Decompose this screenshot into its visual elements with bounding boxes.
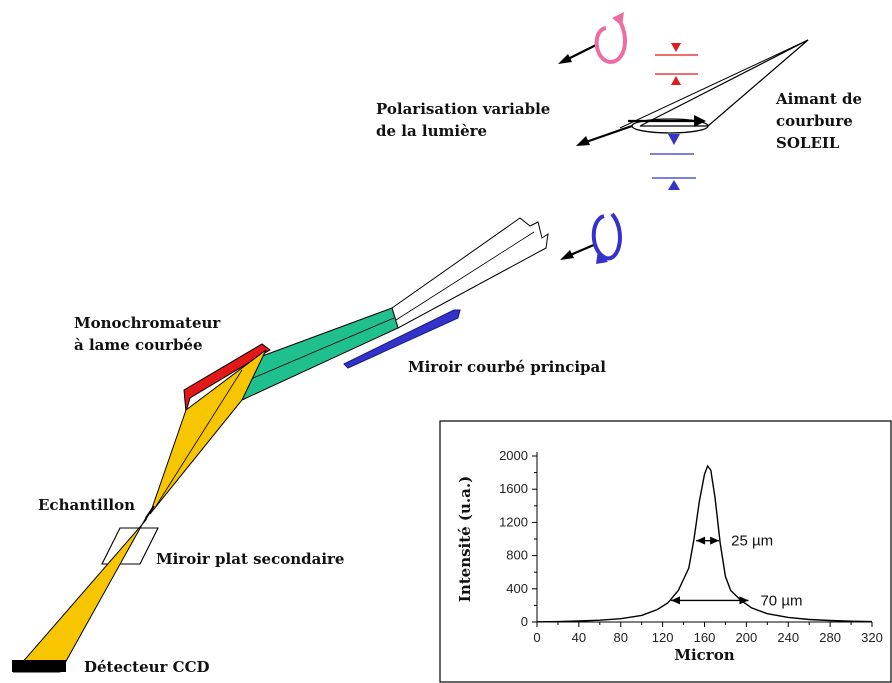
x-tick-label: 320 <box>861 630 883 645</box>
label-monochromateur-2: à lame courbée <box>74 336 203 354</box>
y-tick-label: 1600 <box>499 481 528 496</box>
label-aimant-1: Aimant de <box>775 90 862 108</box>
inset-chart-frame <box>439 420 892 683</box>
pink-circular-arrow <box>594 16 627 65</box>
width-arrowhead-left <box>696 536 706 545</box>
x-tick-label: 80 <box>614 630 628 645</box>
width-annotation-label: 25 µm <box>731 533 773 550</box>
ccd-detector <box>12 660 66 672</box>
label-monochromateur-1: Monochromateur <box>74 314 221 332</box>
label-echantillon: Echantillon <box>38 496 135 514</box>
width-arrowhead-right <box>739 596 749 605</box>
x-axis-label: Micron <box>674 646 734 664</box>
y-tick-label: 2000 <box>499 448 528 463</box>
x-tick-label: 240 <box>777 630 799 645</box>
main-curved-mirror <box>343 309 461 369</box>
label-detecteur: Détecteur CCD <box>84 658 210 676</box>
x-tick-label: 280 <box>819 630 841 645</box>
red-field-markers <box>655 43 698 85</box>
inset-chart: 0 400 800 1200 1600 2000 0 40 80 120 160 200 240 280 3… <box>439 420 892 683</box>
label-polarisation-2: de la lumière <box>376 122 487 140</box>
y-axis-label: Intensité (u.a.) <box>456 476 474 602</box>
bending-magnet-source <box>558 12 809 264</box>
plot-area: 0 400 800 1200 1600 2000 0 40 80 120 160 200 240 280 3… <box>456 448 883 664</box>
monochromator-blade <box>183 343 271 413</box>
polarisation-arrow-top <box>558 12 627 65</box>
polarisation-arrow-middle <box>576 115 706 146</box>
polarisation-arrow-bottom <box>560 212 622 264</box>
width-arrowhead-right <box>710 536 720 545</box>
width-arrowhead-left <box>671 596 680 605</box>
x-tick-label: 160 <box>694 630 716 645</box>
label-aimant-3: SOLEIL <box>776 134 840 152</box>
beam-path <box>12 217 549 673</box>
yellow-beam-upper <box>149 349 267 515</box>
x-tick-label: 0 <box>533 630 540 645</box>
intensity-profile-line <box>536 464 873 623</box>
width-annotation-label: 70 µm <box>760 592 802 609</box>
label-aimant-2: courbure <box>776 112 853 130</box>
y-tick-label: 1200 <box>499 514 528 529</box>
y-tick-label: 800 <box>506 548 528 563</box>
yellow-beam-lower <box>12 513 149 673</box>
bending-magnet-shape <box>639 39 809 127</box>
x-tick-label: 200 <box>736 630 758 645</box>
x-tick-label: 120 <box>652 630 674 645</box>
y-tick-label: 0 <box>521 614 528 629</box>
label-miroir-principal: Miroir courbé principal <box>408 358 606 376</box>
y-tick-label: 400 <box>506 581 528 596</box>
label-miroir-secondaire: Miroir plat secondaire <box>156 550 344 568</box>
secondary-flat-mirror <box>101 527 159 565</box>
blue-circular-arrow <box>591 212 622 261</box>
label-polarisation-1: Polarisation variable <box>376 100 550 118</box>
blue-field-markers <box>650 134 696 190</box>
x-tick-label: 40 <box>572 630 586 645</box>
